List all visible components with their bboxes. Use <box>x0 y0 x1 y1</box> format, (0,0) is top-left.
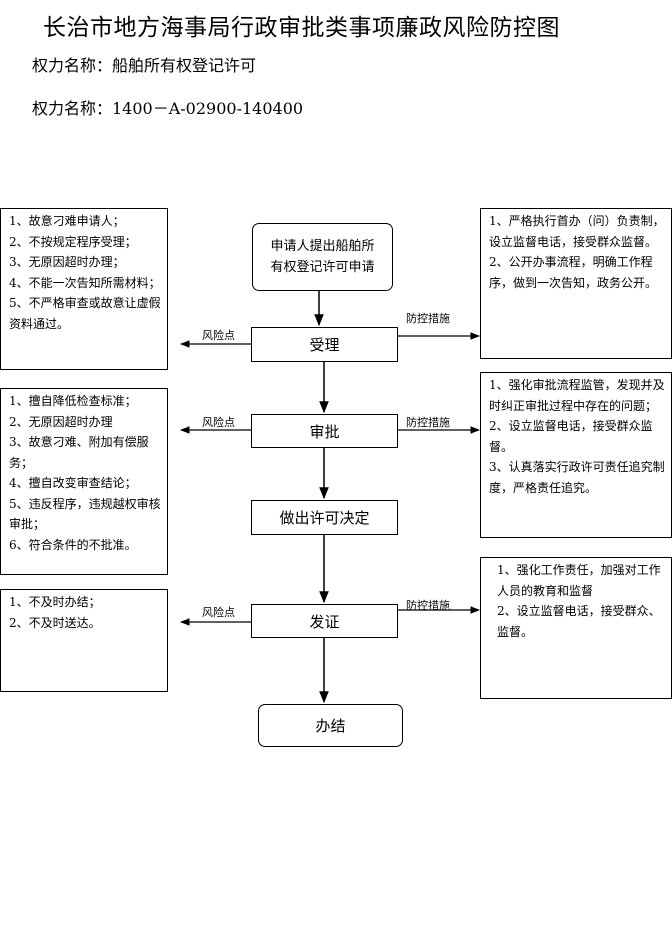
finish-node: 办结 <box>258 704 403 747</box>
measure-label-accept: 防控措施 <box>406 312 450 325</box>
risk-item: 1、不及时办结； <box>9 595 101 609</box>
risk-item: 2、不按规定程序受理； <box>9 234 137 249</box>
risk-item: 2、不及时送达。 <box>9 615 101 630</box>
measure-item: 1、强化审批流程监管，发现并及时纠正审批过程中存在的问题； <box>489 378 665 413</box>
measure-item: 1、强化工作责任，加强对工作人员的教育和监督 <box>497 563 661 598</box>
certificate-node: 发证 <box>251 604 398 638</box>
risk-item: 4、擅自改变审查结论； <box>9 476 137 490</box>
risk-item: 6、符合条件的不批准。 <box>9 537 137 552</box>
risk-box-certificate: 1、不及时办结； 2、不及时送达。 <box>0 589 168 692</box>
start-node: 申请人提出船舶所 有权登记许可申请 <box>252 223 393 291</box>
accept-node: 受理 <box>251 327 398 362</box>
measure-label-approve: 防控措施 <box>406 416 450 429</box>
risk-item: 3、无原因超时办理； <box>9 255 125 269</box>
page-title: 长治市地方海事局行政审批类事项廉政风险防控图 <box>43 15 560 41</box>
risk-item: 5、违反程序，违规越权审核审批； <box>9 496 161 532</box>
risk-item: 2、无原因超时办理 <box>9 414 113 429</box>
start-line-1: 申请人提出船舶所 <box>270 239 375 254</box>
risk-item: 5、不严格审查或故意让虚假资料通过。 <box>9 296 161 331</box>
measure-item: 2、公开办事流程，明确工作程序，做到一次告知，政务公开。 <box>489 255 658 290</box>
risk-point-label-approve: 风险点 <box>202 416 235 429</box>
power-name: 权力名称：船舶所有权登记许可 <box>32 56 257 75</box>
risk-point-label-accept: 风险点 <box>202 329 235 342</box>
measure-item: 2、设立监督电话，接受群众监督。 <box>489 419 653 454</box>
approve-node: 审批 <box>251 414 398 448</box>
measure-item: 3、认真落实行政许可责任追究制度，严格责任追究。 <box>489 460 665 495</box>
risk-box-accept: 1、故意刁难申请人； 2、不按规定程序受理； 3、无原因超时办理； 4、不能一次… <box>0 208 168 370</box>
risk-item: 3、故意刁难、附加有偿服务； <box>9 435 149 470</box>
measure-box-accept: 1、严格执行首办（问）负责制，设立监督电话，接受群众监督。 2、公开办事流程，明… <box>480 208 672 359</box>
risk-item: 4、不能一次告知所需材料； <box>9 275 161 290</box>
measure-box-certificate: 1、强化工作责任，加强对工作人员的教育和监督 2、设立监督电话，接受群众、监督。 <box>480 557 672 699</box>
risk-point-label-certificate: 风险点 <box>202 606 235 619</box>
power-code: 权力名称：1400－A-02900-140400 <box>32 99 304 118</box>
risk-item: 1、故意刁难申请人； <box>9 214 125 228</box>
decision-node: 做出许可决定 <box>251 500 398 535</box>
measure-item: 2、设立监督电话，接受群众、监督。 <box>497 604 661 639</box>
risk-item: 1、擅自降低检查标准； <box>9 394 137 408</box>
measure-item: 1、严格执行首办（问）负责制，设立监督电话，接受群众监督。 <box>489 214 665 249</box>
risk-box-approve: 1、擅自降低检查标准； 2、无原因超时办理 3、故意刁难、附加有偿服务； 4、擅… <box>0 388 168 575</box>
measure-box-approve: 1、强化审批流程监管，发现并及时纠正审批过程中存在的问题； 2、设立监督电话，接… <box>480 372 672 538</box>
measure-label-certificate: 防控措施 <box>406 599 450 612</box>
start-line-2: 有权登记许可申请 <box>270 260 375 275</box>
